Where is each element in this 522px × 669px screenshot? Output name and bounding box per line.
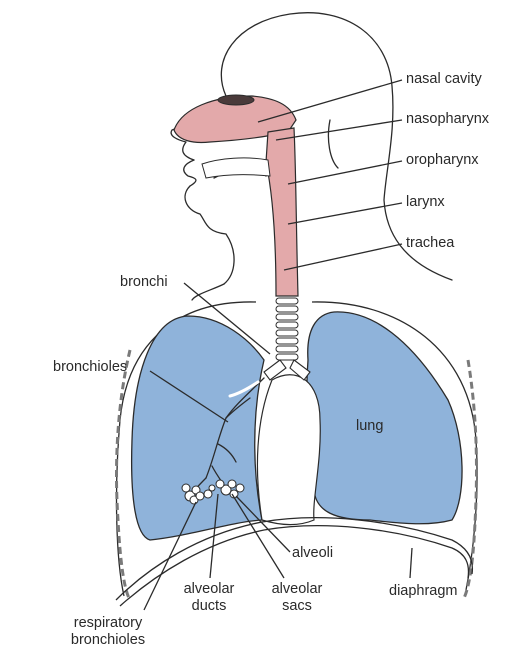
label-respiratory-bronchioles-line1: respiratory <box>73 615 143 631</box>
label-lung: lung <box>356 418 384 434</box>
alveolar-clusters <box>181 479 245 505</box>
nasal-concha <box>217 94 255 106</box>
label-diaphragm: diaphragm <box>389 583 458 599</box>
label-bronchioles: bronchioles <box>53 359 128 375</box>
chin <box>184 185 235 285</box>
label-alveolar-sacs-line2: sacs <box>282 598 312 614</box>
head-outline <box>220 12 453 281</box>
mediastinum <box>256 374 321 526</box>
nasal-cavity-shape <box>173 95 297 144</box>
label-alveolar-ducts-line1: alveolar <box>183 581 235 597</box>
trachea-rings <box>275 297 299 361</box>
chest-wall <box>115 301 478 601</box>
leader-lines <box>143 79 413 611</box>
label-alveolar-ducts: alveolar ducts <box>174 581 244 615</box>
label-alveolar-ducts-line2: ducts <box>191 598 227 614</box>
pharynx-shape <box>265 127 299 297</box>
label-bronchi: bronchi <box>120 274 168 290</box>
label-nasal-cavity: nasal cavity <box>406 71 482 87</box>
left-lung <box>131 315 265 541</box>
lip-upper <box>183 159 197 187</box>
label-alveolar-sacs: alveolar sacs <box>262 581 332 615</box>
label-respiratory-bronchioles: respiratory bronchioles <box>56 615 160 649</box>
ear <box>327 119 339 169</box>
label-respiratory-bronchioles-line2: bronchioles <box>70 632 146 648</box>
oral-cavity <box>201 157 271 179</box>
bronchi <box>263 359 311 381</box>
label-larynx: larynx <box>406 194 445 210</box>
label-alveolar-sacs-line1: alveolar <box>271 581 323 597</box>
right-lung <box>306 311 463 525</box>
neck-front <box>191 283 225 301</box>
label-nasopharynx: nasopharynx <box>406 111 490 127</box>
label-oropharynx: oropharynx <box>406 152 479 168</box>
label-alveoli: alveoli <box>292 545 334 561</box>
label-trachea: trachea <box>406 235 455 251</box>
